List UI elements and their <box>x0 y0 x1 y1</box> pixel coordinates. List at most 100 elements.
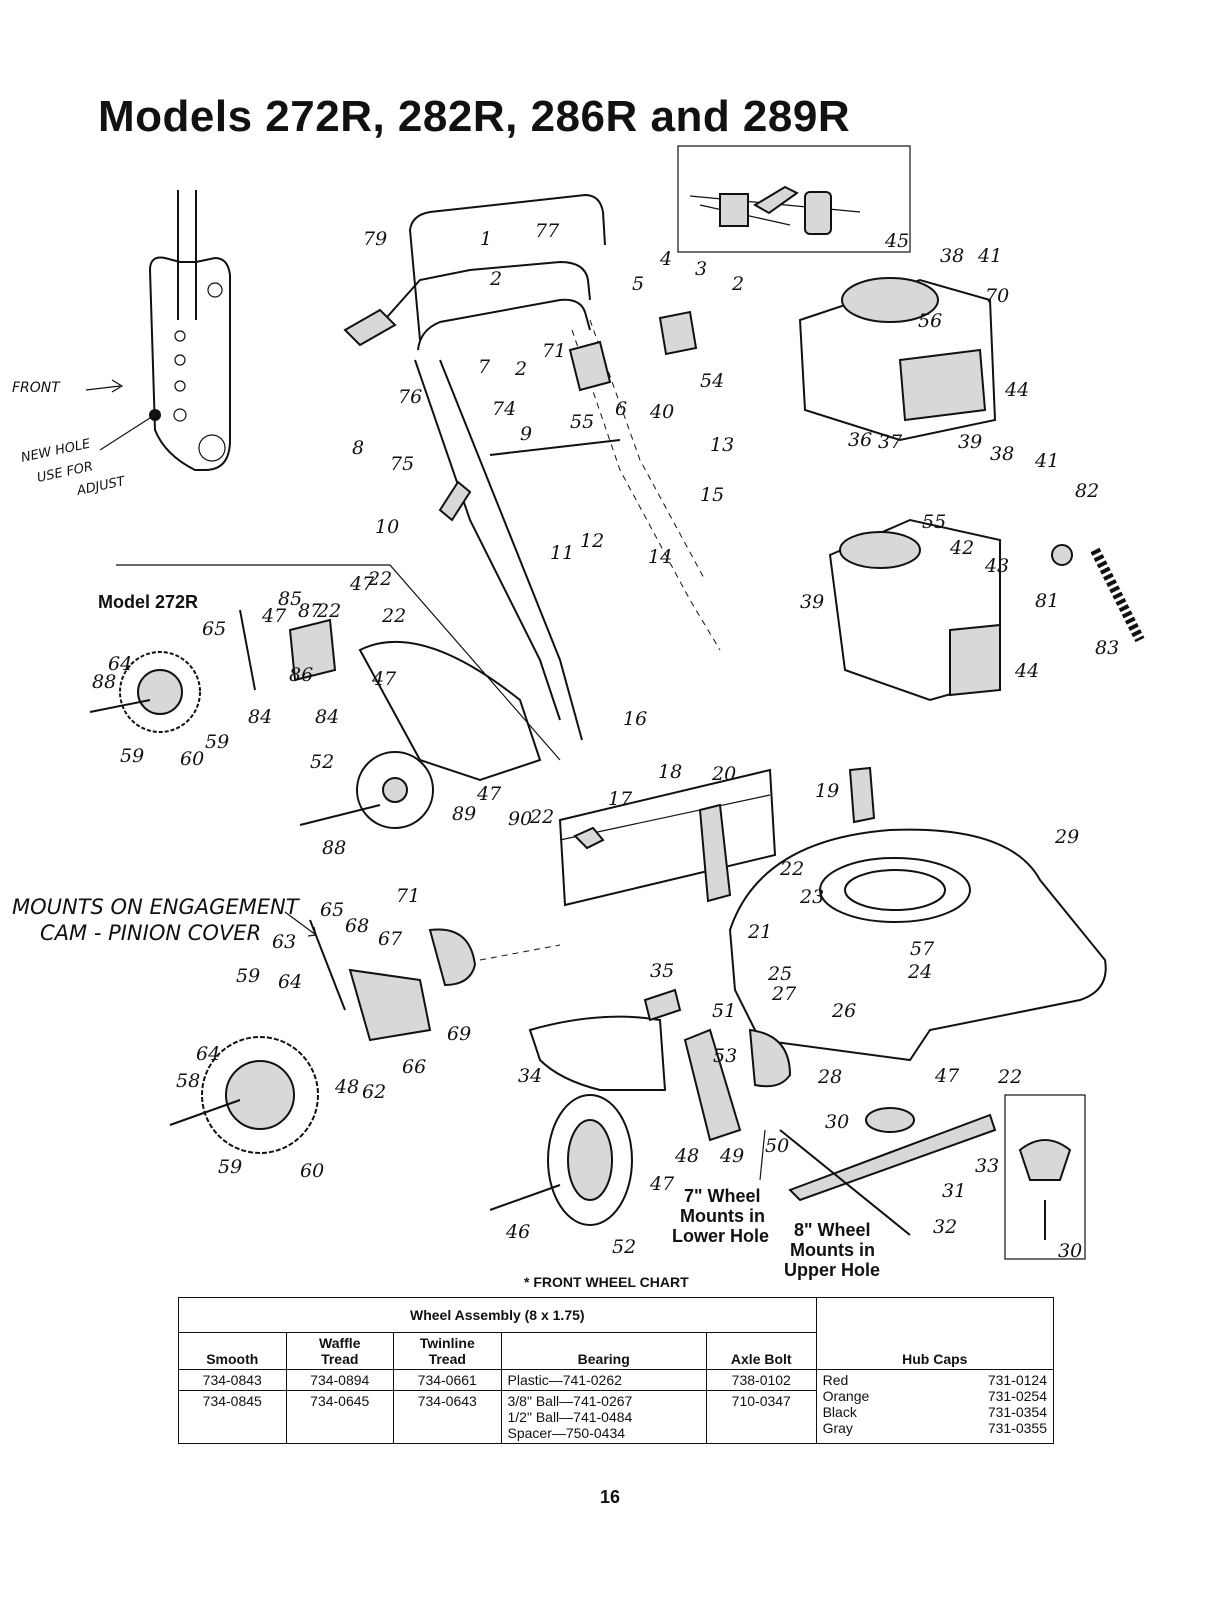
callout-53: 53 <box>713 1045 737 1067</box>
callout-13: 13 <box>710 434 734 456</box>
callout-58: 58 <box>176 1070 200 1092</box>
callout-63: 63 <box>272 931 296 953</box>
model-272r-subassembly <box>89 564 561 829</box>
callout-15: 15 <box>700 484 724 506</box>
cell-smooth: 734-0843 <box>178 1369 287 1391</box>
callout-65: 65 <box>320 899 344 921</box>
sub-callout-22c: 22 <box>381 605 406 627</box>
sub-callout-22b: 22 <box>367 568 392 590</box>
hub-color: Orange <box>822 1388 870 1404</box>
handle-bracket-sketch <box>85 190 231 471</box>
callout-81: 81 <box>1035 590 1059 612</box>
sub-diagram-title: Model 272R <box>98 592 198 612</box>
cell-twinline: 734-0643 <box>393 1390 502 1444</box>
callout-68: 68 <box>345 915 369 937</box>
cell-bearing: Plastic—741-0262 <box>500 1369 707 1391</box>
sub-callout-88b: 88 <box>322 837 346 859</box>
callout-49: 49 <box>719 1145 744 1167</box>
note-7in-1: 7" Wheel <box>684 1186 761 1206</box>
callout-62: 62 <box>362 1081 386 1103</box>
callout-54: 54 <box>700 370 724 392</box>
callout-5: 5 <box>632 273 644 295</box>
front-wheel-assembly <box>489 988 911 1236</box>
callout-40: 40 <box>649 401 674 423</box>
callout-20: 20 <box>711 763 736 785</box>
callout-64b: 64 <box>196 1043 220 1065</box>
callout-34: 34 <box>518 1065 542 1087</box>
sub-callout-90: 90 <box>508 808 532 830</box>
cell-axle-bolt: 710-0347 <box>705 1390 817 1444</box>
callout-82: 82 <box>1075 480 1099 502</box>
sub-callout-85: 85 <box>278 588 302 610</box>
callout-11: 11 <box>550 542 574 564</box>
callout-74: 74 <box>492 398 516 420</box>
hub-part: 731-0354 <box>987 1404 1047 1420</box>
callout-83: 83 <box>1095 637 1119 659</box>
cell-waffle: 734-0645 <box>285 1390 394 1444</box>
callout-17: 17 <box>608 788 633 810</box>
callout-44: 44 <box>1004 379 1029 401</box>
callout-4: 4 <box>659 248 672 270</box>
cell-smooth: 734-0845 <box>178 1390 287 1444</box>
callout-56: 56 <box>918 310 942 332</box>
callout-45: 45 <box>884 230 909 252</box>
hub-part: 731-0254 <box>987 1388 1047 1404</box>
callout-77: 77 <box>535 220 560 242</box>
engine-lower-assembly <box>828 518 1145 702</box>
callout-30b: 30 <box>1058 1240 1082 1262</box>
callout-36: 36 <box>848 429 872 451</box>
sub-callout-59b: 59 <box>205 731 229 753</box>
callout-23: 23 <box>799 886 824 908</box>
callout-60: 60 <box>300 1160 324 1182</box>
callout-48: 48 <box>334 1076 359 1098</box>
hub-part: 731-0124 <box>987 1372 1047 1388</box>
exploded-parts-diagram: 79 1 77 2 4 3 5 2 71 7 2 54 76 55 6 40 7… <box>12 145 1145 1280</box>
callout-32: 32 <box>933 1216 957 1238</box>
callout-2c: 2 <box>514 358 527 380</box>
sub-callout-22d: 22 <box>529 806 554 828</box>
callout-37: 37 <box>878 431 903 453</box>
callout-9: 9 <box>520 423 532 445</box>
hub-part: 731-0355 <box>987 1420 1047 1436</box>
note-7in-2: Mounts in <box>680 1206 765 1226</box>
callout-16: 16 <box>623 708 647 730</box>
sub-callout-47b: 47 <box>349 573 375 595</box>
callout-51: 51 <box>712 1000 736 1022</box>
callout-66: 66 <box>402 1056 426 1078</box>
sub-callout-47c: 47 <box>371 668 397 690</box>
engine-top-assembly <box>798 277 997 442</box>
callout-39: 39 <box>958 431 982 453</box>
sub-callout-60: 60 <box>180 748 204 770</box>
callout-19: 19 <box>815 780 839 802</box>
callout-57: 57 <box>910 938 935 960</box>
callout-31: 31 <box>942 1180 966 1202</box>
callout-7: 7 <box>478 356 491 378</box>
note-8in-2: Mounts in <box>790 1240 875 1260</box>
callout-70: 70 <box>985 285 1009 307</box>
note-7in-3: Lower Hole <box>672 1226 769 1246</box>
wheel-mounting-notes: 7" Wheel Mounts in Lower Hole 8" Wheel M… <box>672 1186 880 1280</box>
sub-callout-88: 88 <box>92 671 116 693</box>
callout-12: 12 <box>580 530 604 552</box>
callout-25: 25 <box>767 963 792 985</box>
note-adjust: ADJUST <box>75 474 128 499</box>
callout-labels: 79 1 77 2 4 3 5 2 71 7 2 54 76 55 6 40 7… <box>176 220 1119 1262</box>
callout-59: 59 <box>236 965 260 987</box>
callout-27: 27 <box>771 983 797 1005</box>
cell-waffle: 734-0894 <box>285 1369 394 1391</box>
note-8in-3: Upper Hole <box>784 1260 880 1280</box>
callout-50: 50 <box>765 1135 789 1157</box>
callout-43: 43 <box>984 555 1009 577</box>
header-bearing: Bearing <box>500 1332 707 1370</box>
sub-callout-52: 52 <box>310 751 334 773</box>
callout-44b: 44 <box>1014 660 1039 682</box>
sub-callout-22: 22 <box>316 600 341 622</box>
note-8in-1: 8" Wheel <box>794 1220 871 1240</box>
callout-38b: 38 <box>990 443 1014 465</box>
hub-color: Black <box>822 1404 857 1420</box>
callout-14: 14 <box>648 546 672 568</box>
callout-24: 24 <box>907 961 932 983</box>
